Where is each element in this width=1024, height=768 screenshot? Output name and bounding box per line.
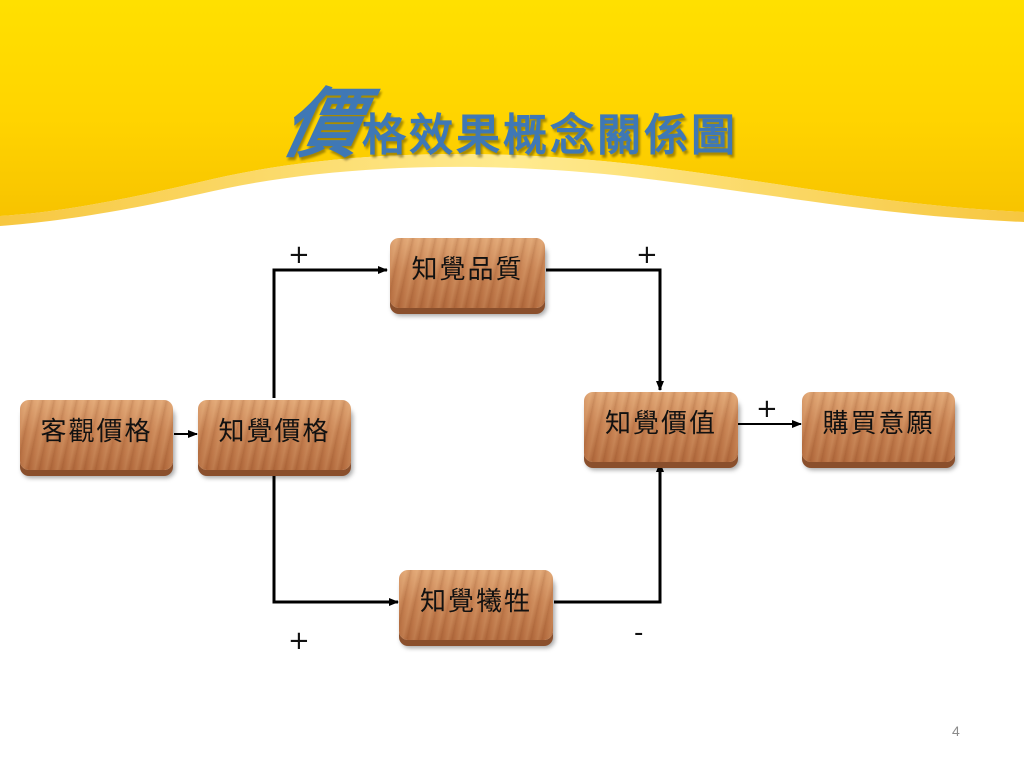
connector-price-to-quality (272, 266, 388, 398)
title-banner (0, 0, 1024, 226)
node-perceived-quality: 知覺品質 (390, 238, 545, 308)
sign-sacrifice-to-value: - (634, 618, 644, 648)
node-perceived-price: 知覺價格 (198, 400, 351, 470)
node-objective-price: 客觀價格 (20, 400, 173, 470)
node-perceived-sacrifice: 知覺犧牲 (399, 570, 553, 640)
connector-price-to-sacrifice (272, 468, 399, 606)
sign-price-to-sacrifice: + (288, 626, 310, 656)
slide-title-rest: 格效果概念關係圖 (362, 110, 738, 161)
node-perceived-value: 知覺價值 (584, 392, 738, 462)
connector-sacrifice-to-value (554, 462, 664, 604)
sign-price-to-quality: + (288, 240, 310, 270)
sign-value-to-intention: + (756, 394, 778, 424)
page-number: 4 (952, 723, 960, 739)
connector-quality-to-value (546, 268, 664, 391)
slide-title: 價格效果概念關係圖 (0, 62, 1024, 172)
sign-quality-to-value: + (636, 240, 658, 270)
node-purchase-intention: 購買意願 (802, 392, 955, 462)
